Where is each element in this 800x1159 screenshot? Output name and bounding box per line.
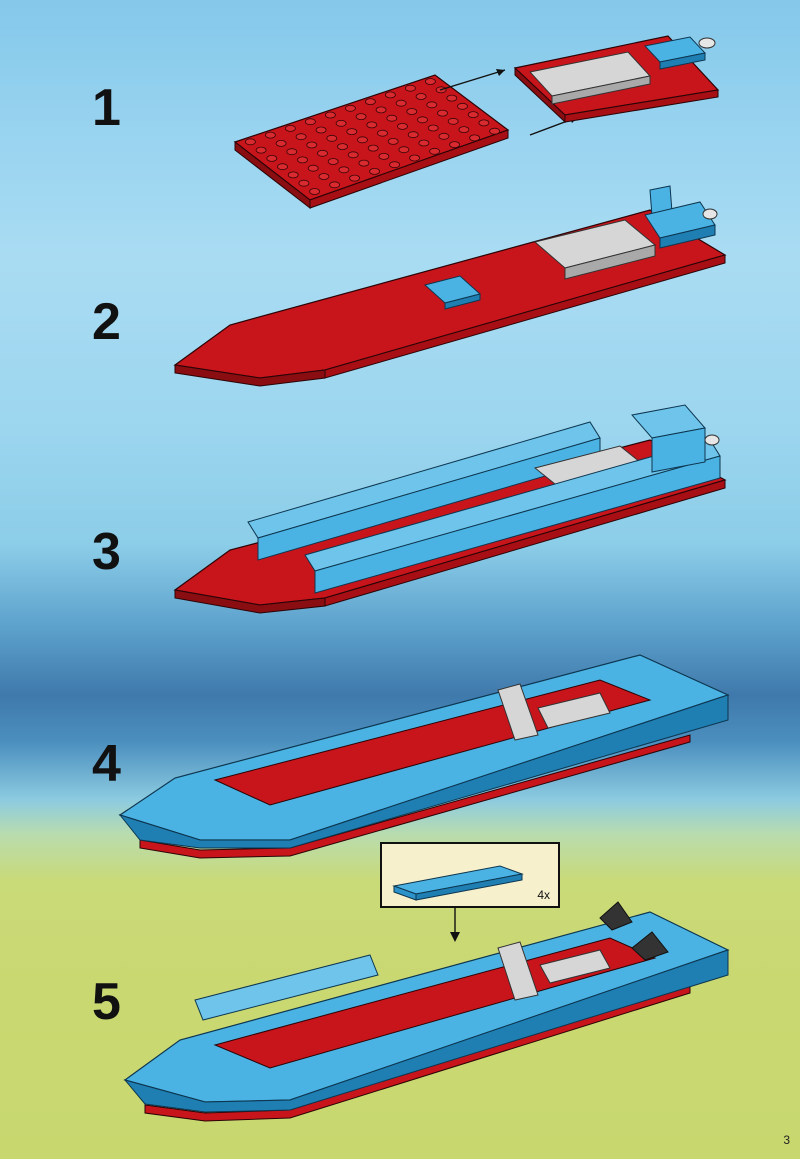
grey-bricks	[533, 219, 657, 280]
brick-stud	[426, 101, 438, 109]
brick-stud	[375, 106, 387, 114]
brick-stud	[406, 108, 418, 115]
brick-stud	[317, 149, 328, 157]
brick-stud	[366, 121, 378, 129]
brick-stud	[377, 129, 388, 137]
blue-stern-block	[631, 404, 720, 473]
brick-stud	[446, 94, 458, 102]
brick-stud	[338, 166, 350, 174]
step-3-illustration	[173, 404, 727, 614]
brick-stud	[327, 158, 339, 165]
step-number-2: 2	[92, 293, 121, 351]
brick-stud	[467, 111, 479, 118]
brick-stud	[407, 131, 419, 139]
step-number-5: 5	[92, 973, 121, 1031]
brick-stud	[397, 123, 408, 130]
brick-stud	[429, 147, 441, 155]
brick-stud	[404, 84, 416, 92]
brick-stud	[418, 139, 430, 147]
blue-stern-bricks	[644, 185, 718, 249]
callout-arrow	[450, 908, 460, 942]
brick-stud	[489, 127, 501, 135]
brick-stud	[335, 119, 347, 127]
blue-plate-center	[423, 275, 482, 310]
brick-stud	[387, 137, 399, 145]
parts-callout: 4x	[380, 842, 560, 908]
brick-stud	[357, 136, 368, 144]
brick-stud	[337, 143, 348, 151]
brick-stud	[437, 109, 448, 117]
blue-plate-part	[392, 865, 524, 901]
brick-stud	[449, 141, 461, 149]
step-2-illustration	[173, 185, 727, 387]
brick-stud	[395, 99, 407, 107]
brick-stud	[369, 167, 381, 175]
brick-stud	[287, 171, 299, 179]
brick-stud	[457, 102, 468, 110]
brick-stud	[324, 111, 336, 119]
brick-stud	[298, 179, 310, 187]
brick-stud	[306, 141, 318, 149]
brick-stud	[424, 78, 436, 85]
brick-stud	[277, 163, 288, 171]
brick-stud	[329, 181, 341, 189]
brick-stud	[458, 126, 470, 134]
brick-stud	[244, 138, 256, 146]
brick-stud	[264, 131, 276, 139]
brick-stud	[469, 134, 481, 142]
blue-hull-with-wall-plates	[123, 901, 730, 1122]
brick-stud	[447, 117, 459, 125]
brick-stud	[427, 124, 439, 132]
brick-stud	[286, 148, 298, 156]
brick-stud	[355, 113, 367, 120]
blue-side-wall-back	[247, 421, 601, 561]
brick-stud	[315, 126, 327, 134]
step-4-illustration	[118, 654, 730, 859]
brick-stud	[255, 146, 267, 154]
brick-stud	[275, 139, 287, 147]
brick-stud	[326, 134, 338, 142]
brick-stud	[478, 119, 490, 127]
blue-hull-complete	[118, 654, 730, 859]
brick-stud	[349, 174, 361, 182]
brick-stud	[384, 91, 396, 99]
brick-stud	[367, 144, 379, 152]
brick-stud	[297, 156, 308, 164]
brick-stud	[438, 132, 450, 140]
brick-stud	[307, 164, 319, 172]
brick-stud	[417, 116, 428, 124]
brick-stud	[295, 133, 307, 141]
red-plate-large	[233, 74, 510, 210]
step-number-3: 3	[92, 523, 121, 581]
brick-stud	[364, 98, 376, 105]
brick-stud	[344, 104, 356, 112]
brick-stud	[346, 128, 358, 136]
part-quantity: 4x	[537, 888, 550, 902]
brick-stud	[409, 154, 421, 162]
brick-stud	[358, 159, 370, 167]
brick-stud	[347, 151, 359, 159]
brick-stud	[389, 161, 401, 169]
brick-stud	[318, 173, 330, 180]
brick-stud	[266, 154, 278, 162]
brick-stud	[309, 188, 321, 195]
red-plate-small-with-bricks	[513, 35, 720, 124]
brick-stud	[304, 118, 316, 126]
step-number-4: 4	[92, 735, 121, 793]
brick-stud	[284, 124, 296, 132]
brick-stud	[415, 93, 427, 100]
step-number-1: 1	[92, 79, 121, 137]
page-number: 3	[783, 1133, 790, 1147]
brick-stud	[378, 152, 390, 160]
brick-stud	[386, 114, 398, 122]
blue-side-wall-front	[304, 439, 721, 594]
step-1-illustration	[233, 35, 720, 210]
brick-stud	[398, 146, 410, 154]
